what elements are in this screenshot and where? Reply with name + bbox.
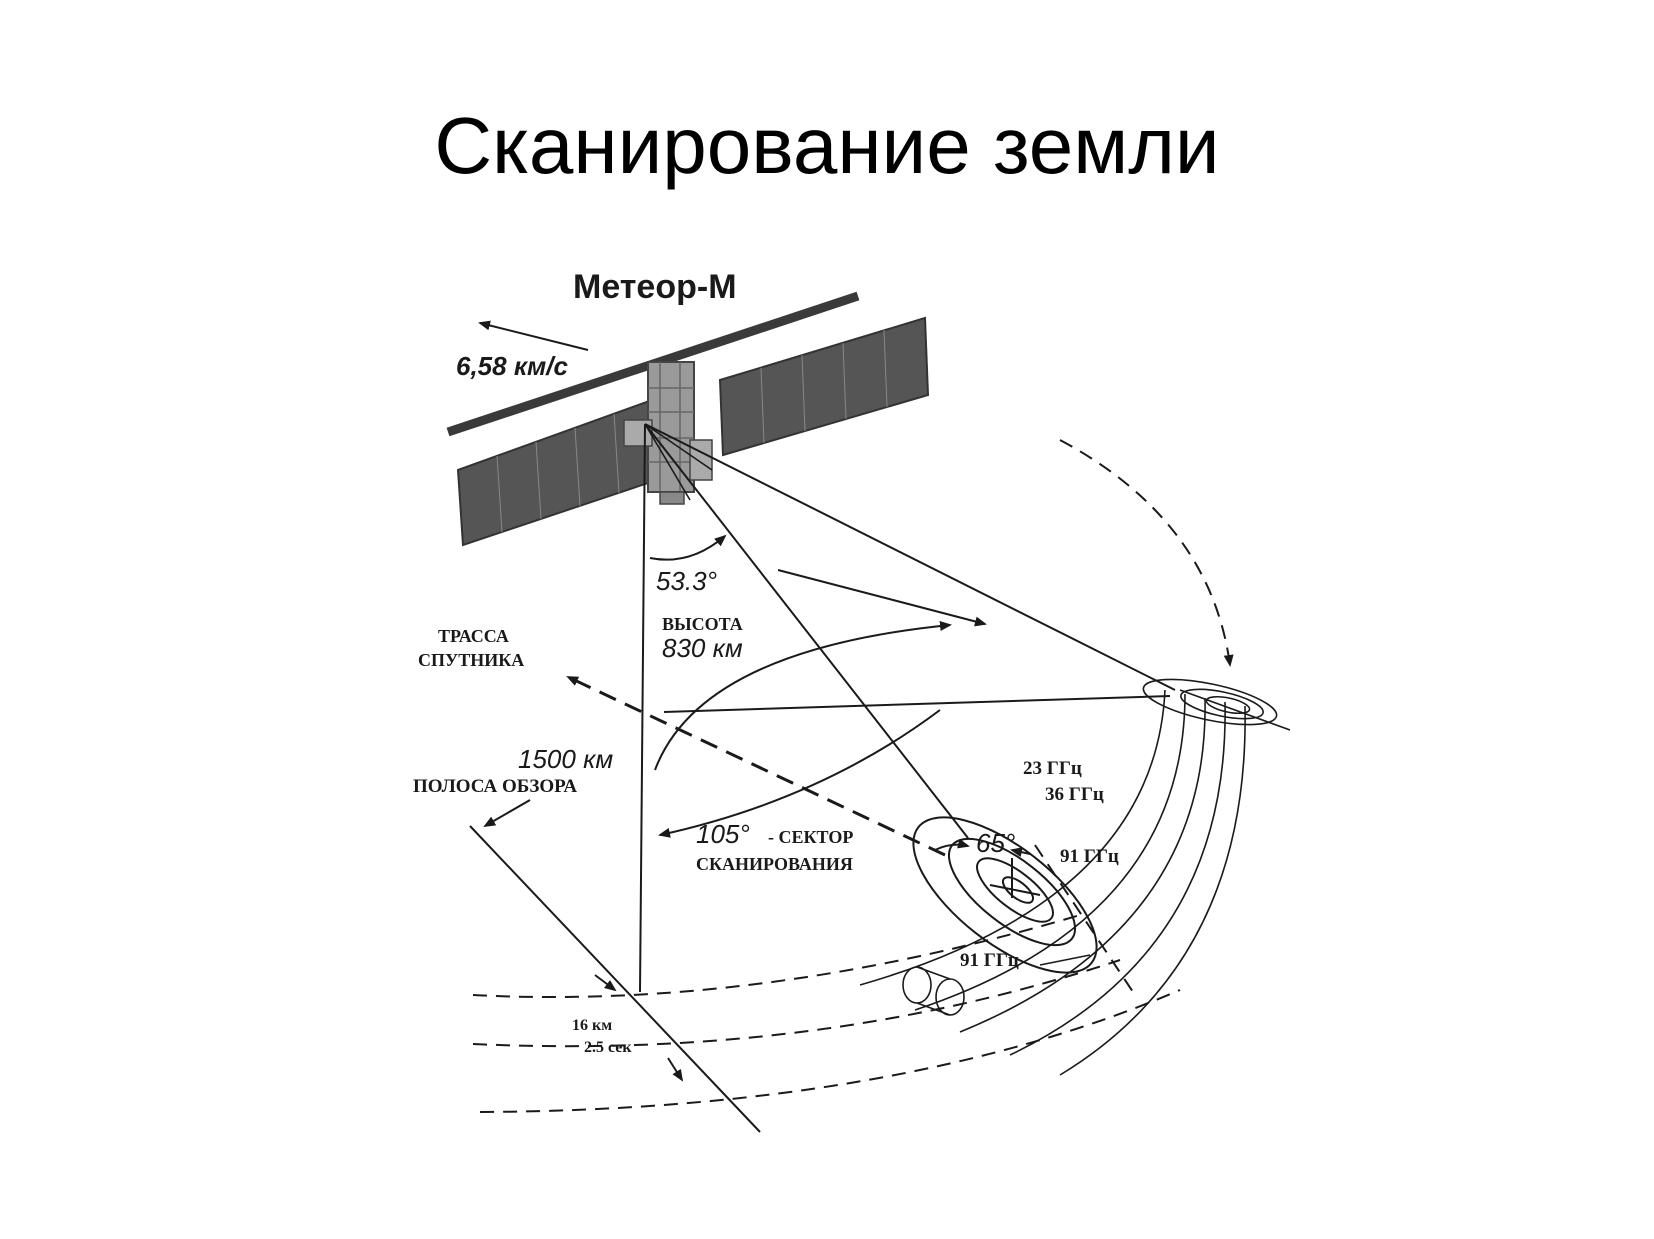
- step-arrow-lower: [667, 1057, 684, 1082]
- axis-line-right-top: [1179, 689, 1291, 731]
- freq-91-b-label: 91 ГГц: [960, 950, 1019, 971]
- footprint-center: [912, 816, 1098, 974]
- slide-title: Сканирование земли: [434, 101, 1220, 190]
- step-time-label: 2.5 сек: [584, 1039, 632, 1056]
- velocity-arrow: [478, 320, 589, 351]
- swath-value-label: 1500 км: [518, 744, 613, 774]
- satellite-track: [566, 675, 946, 857]
- satellite-name-label: Метеор-М: [573, 268, 737, 306]
- altitude-value-label: 830 км: [662, 633, 743, 663]
- swath-arrow: [483, 799, 531, 828]
- scan-arc-upper: [654, 621, 952, 771]
- footprint-right-edge: [1142, 678, 1278, 726]
- swath-line: [469, 825, 761, 1133]
- geometry-lines: [639, 423, 1176, 993]
- arrow-65-left: [934, 838, 970, 851]
- freq-36-label: 36 ГГц: [1045, 784, 1104, 805]
- axis-line-right: [1034, 844, 1136, 996]
- arrow-65-right: [1010, 847, 1031, 858]
- angle-arc-53: [649, 534, 727, 561]
- freq-23-label: 23 ГГц: [1023, 758, 1082, 779]
- freq-91-a-label: 91 ГГц: [1060, 846, 1119, 867]
- footprint-small: [902, 954, 1091, 1016]
- altitude-title-label: ВЫСОТА: [662, 614, 743, 634]
- swath-title-label: ПОЛОСА ОБЗОРА: [413, 776, 577, 797]
- step-distance-label: 16 км: [572, 1017, 612, 1034]
- solar-panel-right: [718, 316, 930, 457]
- dashed-arc-top: [1059, 439, 1234, 667]
- track-label-line1: ТРАССА: [438, 626, 509, 646]
- sector-label-line2: СКАНИРОВАНИЯ: [696, 854, 853, 874]
- sector-angle-label: 105°: [696, 819, 750, 849]
- footprint-arcs: [859, 689, 1246, 1076]
- scan-arc-lower: [658, 709, 941, 838]
- velocity-label: 6,58 км/с: [456, 351, 568, 381]
- sector-label-line1: - СЕКТОР: [768, 827, 853, 847]
- step-arrow-upper: [594, 974, 617, 992]
- track-label-line2: СПУТНИКА: [418, 650, 524, 670]
- ground-arcs: [472, 914, 1181, 1113]
- incidence-angle-label: 65°: [976, 828, 1015, 858]
- satellite-body: [647, 361, 695, 493]
- angle-53-label: 53.3°: [656, 566, 717, 596]
